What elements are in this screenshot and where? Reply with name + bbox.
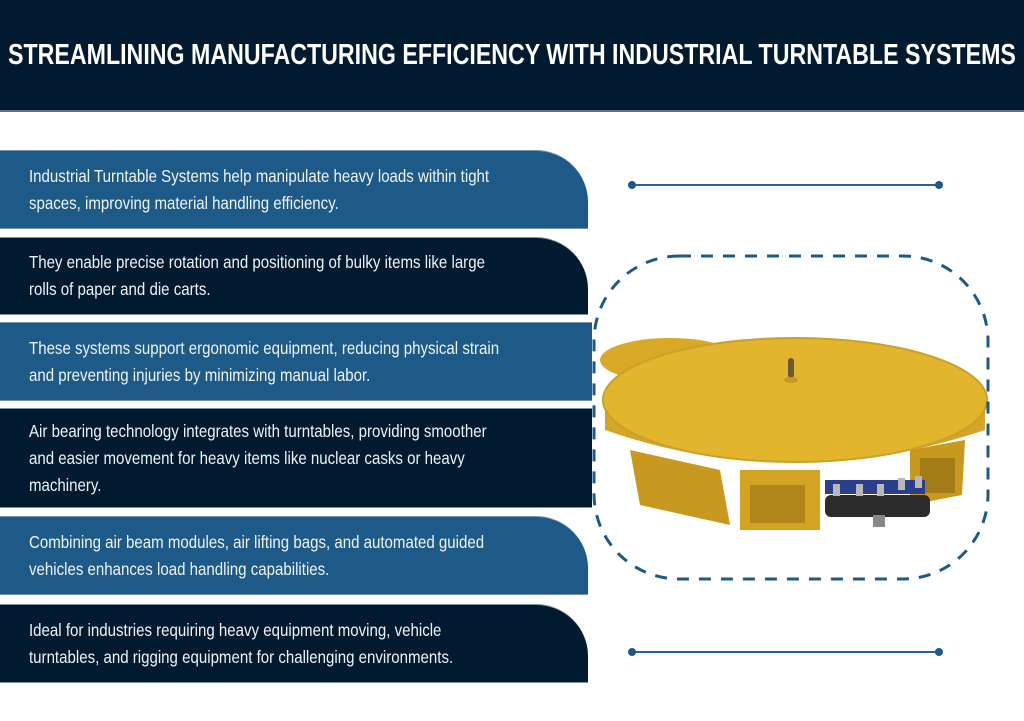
support-leg-opening [750, 485, 805, 523]
point-box-2: They enable precise rotation and positio… [0, 237, 588, 315]
line-endpoint-dot [628, 181, 636, 189]
line-endpoint-dot [628, 648, 636, 656]
point-text: These systems support ergonomic equipmen… [29, 337, 500, 385]
point-box-6: Ideal for industries requiring heavy equ… [0, 604, 588, 683]
page-title: Streamlining Manufacturing Efficiency wi… [8, 38, 1016, 71]
divider-line [633, 651, 939, 653]
point-text: Industrial Turntable Systems help manipu… [29, 165, 490, 213]
support-leg-icon [630, 450, 730, 525]
point-text: Ideal for industries requiring heavy equ… [29, 619, 454, 667]
air-manifold-icon [825, 495, 930, 517]
point-text: Combining air beam modules, air lifting … [29, 531, 485, 579]
line-endpoint-dot [935, 648, 943, 656]
point-text: Air bearing technology integrates with t… [29, 420, 487, 495]
eye-bolt-icon [788, 358, 794, 378]
point-box-1: Industrial Turntable Systems help manipu… [0, 150, 588, 229]
air-inlet-icon [873, 515, 885, 527]
turntable-image [600, 337, 988, 530]
point-box-4: Air bearing technology integrates with t… [0, 408, 592, 508]
valve-icons [833, 476, 922, 496]
point-box-5: Combining air beam modules, air lifting … [0, 516, 588, 595]
support-leg-opening [920, 458, 955, 493]
divider-line [633, 184, 939, 186]
point-box-3: These systems support ergonomic equipmen… [0, 322, 592, 401]
turntable-top [603, 338, 987, 462]
line-endpoint-dot [935, 181, 943, 189]
point-text: They enable precise rotation and positio… [29, 252, 485, 299]
header-banner: Streamlining Manufacturing Efficiency wi… [0, 0, 1024, 112]
image-dashed-frame [592, 254, 990, 581]
